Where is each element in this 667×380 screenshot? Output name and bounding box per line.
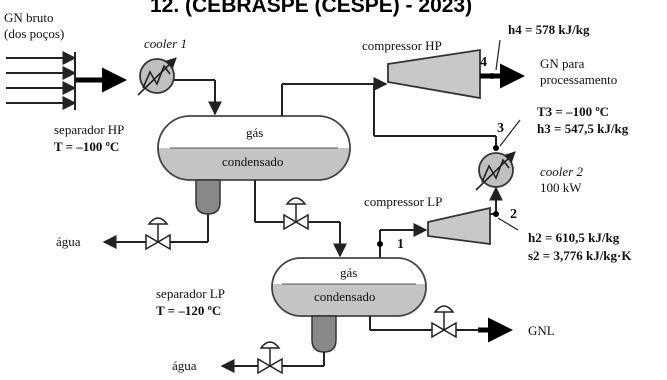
compressor-hp	[387, 48, 481, 100]
state-3-enthalpy: h3 = 547,5 kJ/kg	[537, 121, 629, 136]
state-3-temperature: T3 = –100 ºC	[537, 104, 609, 119]
feed-wells-lines	[6, 51, 77, 110]
gnl-label: GNL	[528, 323, 555, 338]
sep-lp-condensate-label: condensado	[314, 289, 375, 304]
sep-lp-title: separador LP	[156, 286, 225, 301]
question-header: 12. (CEBRASPE (CESPE) - 2023)	[150, 0, 472, 17]
sep-hp-temp: T = –100 ºC	[54, 139, 119, 154]
sep-hp-title: separador HP	[54, 122, 124, 137]
sep-lp-gas-label: gás	[340, 265, 357, 280]
separator-hp	[157, 115, 351, 215]
state-4-enthalpy: h4 = 578 kJ/kg	[508, 22, 590, 37]
product-label-2: processamento	[540, 72, 617, 87]
feed-label-2: (dos poços)	[4, 26, 64, 41]
water-lp-label: água	[172, 358, 197, 373]
cooler-1	[137, 57, 177, 96]
sep-lp-temp: T = –120 ºC	[156, 303, 221, 318]
state-2-enthalpy: h2 = 610,5 kJ/kg	[528, 230, 620, 245]
state-4-number: 4	[480, 55, 487, 70]
state-2-number: 2	[510, 207, 517, 222]
feed-label-1: GN bruto	[4, 10, 53, 25]
valve-hp-condensate	[283, 197, 309, 231]
state-3-number: 3	[497, 121, 504, 136]
valve-lp-water	[257, 341, 283, 375]
state-1-number: 1	[397, 237, 404, 252]
state-2-entropy: s2 = 3,776 kJ/kg·K	[528, 248, 632, 263]
cooler-2	[475, 151, 516, 191]
cooler-2-label: cooler 2	[540, 164, 583, 179]
valve-gnl	[431, 305, 457, 339]
cooler-2-power: 100 kW	[540, 180, 582, 195]
sep-hp-condensate-label: condensado	[222, 154, 283, 169]
compressor-lp-label: compressor LP	[364, 194, 442, 209]
water-hp-label: água	[56, 234, 81, 249]
product-label-1: GN para	[540, 56, 585, 71]
cooler-1-label: cooler 1	[144, 36, 187, 51]
valve-hp-water	[145, 217, 171, 251]
compressor-hp-label: compressor HP	[362, 38, 442, 53]
separator-lp	[271, 257, 427, 353]
compressor-lp	[427, 206, 491, 246]
sep-hp-gas-label: gás	[246, 125, 263, 140]
